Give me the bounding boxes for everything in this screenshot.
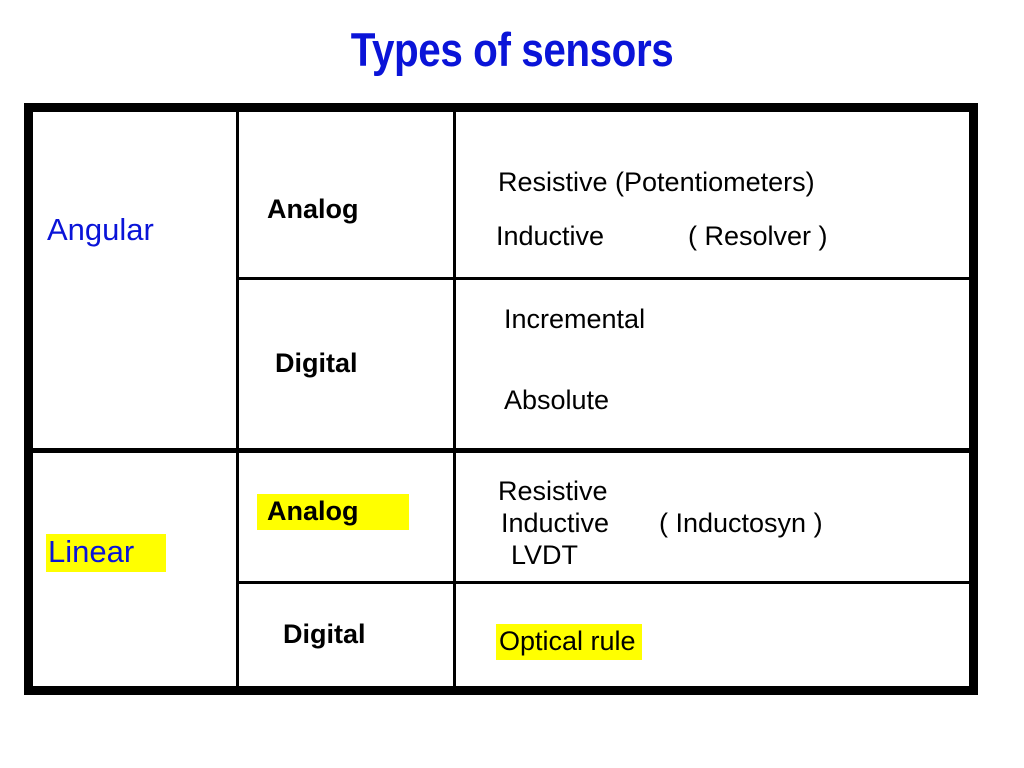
linear-analog-label: Analog bbox=[257, 494, 409, 530]
angular-digital-items-cell: Incremental Absolute bbox=[456, 280, 969, 448]
linear-digital-items-cell: Optical rule bbox=[456, 584, 969, 686]
linear-analog-cell: Analog bbox=[239, 453, 453, 581]
linear-category-cell: Linear bbox=[33, 453, 236, 686]
angular-digital-item: Incremental bbox=[504, 304, 646, 334]
linear-analog-items-cell: Resistive Inductive ( Inductosyn ) LVDT bbox=[456, 453, 969, 581]
page-title: Types of sensors bbox=[350, 23, 674, 76]
angular-digital-label: Digital bbox=[275, 348, 358, 378]
linear-analog-item: LVDT bbox=[511, 540, 579, 570]
angular-digital-item: Absolute bbox=[504, 385, 610, 415]
angular-analog-item: ( Resolver ) bbox=[688, 221, 828, 251]
angular-analog-cell: Analog bbox=[239, 112, 453, 277]
linear-analog-item: Inductive bbox=[501, 508, 610, 538]
linear-digital-item: Optical rule bbox=[496, 624, 642, 660]
angular-label: Angular bbox=[47, 212, 154, 247]
angular-analog-items-cell: Resistive (Potentiometers) Inductive ( R… bbox=[456, 112, 969, 277]
angular-analog-label: Analog bbox=[267, 194, 359, 224]
angular-digital-cell: Digital bbox=[239, 280, 453, 448]
linear-digital-label: Digital bbox=[283, 619, 366, 649]
sensor-table: Angular Analog Resistive (Potentiometers… bbox=[24, 103, 978, 695]
linear-digital-cell: Digital bbox=[239, 584, 453, 686]
angular-analog-item: Resistive (Potentiometers) bbox=[498, 167, 815, 197]
linear-label: Linear bbox=[46, 534, 167, 572]
linear-analog-item: ( Inductosyn ) bbox=[659, 508, 823, 538]
linear-analog-item: Resistive bbox=[498, 476, 608, 506]
angular-analog-item: Inductive bbox=[496, 221, 605, 251]
sensor-table-grid: Angular Analog Resistive (Potentiometers… bbox=[33, 112, 969, 686]
angular-category-cell: Angular bbox=[33, 112, 236, 448]
